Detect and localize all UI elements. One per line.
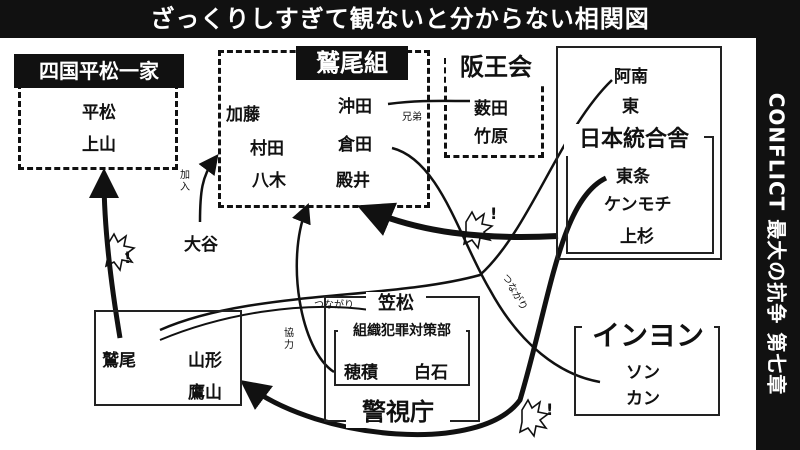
member-kasamatsu: 笠松 (366, 292, 426, 316)
member-yagi: 八木 (252, 171, 286, 191)
member-yamagata: 山形 (188, 351, 222, 371)
member-son: ソン (626, 363, 660, 383)
member-hiramatsu: 平松 (82, 103, 116, 123)
arrow-nihon-to-washio (356, 202, 559, 240)
member-uesugi: 上杉 (620, 227, 654, 247)
label-cooperate: 協力 (284, 328, 294, 351)
member-anan: 阿南 (614, 67, 648, 87)
member-kenmochi: ケンモチ (604, 195, 672, 215)
line-kasamatsu-to-washio (159, 305, 371, 341)
arrow-tojo-to-takayama (239, 175, 608, 438)
group-washio-family-box (94, 310, 242, 406)
member-otani: 大谷 (184, 235, 218, 255)
group-sakaou-title: 阪王会 (446, 50, 546, 84)
member-takehara: 竹原 (474, 127, 508, 147)
member-washio: 鷲尾 (102, 351, 136, 371)
burst-3 (518, 398, 550, 438)
bang-2: ! (124, 248, 132, 267)
label-join: 加入 (180, 170, 190, 193)
member-azuma: 東 (622, 97, 639, 117)
member-tojo: 東条 (616, 167, 650, 187)
group-innyon-title: インヨン (582, 318, 714, 354)
page-title: ざっくりしすぎて観ないと分からない相関図 (0, 0, 800, 38)
label-connection-1: つながり (314, 300, 354, 311)
group-nihon-outer-box (556, 46, 722, 260)
arrow-washio-to-shikoku (89, 168, 123, 339)
group-police-title: 警視庁 (346, 396, 450, 428)
member-murata: 村田 (250, 139, 284, 159)
member-yabuta: 薮田 (474, 99, 508, 119)
member-takayama: 鷹山 (188, 383, 222, 403)
arrow-otani-join (198, 153, 219, 223)
group-washio-title: 鷲尾組 (296, 46, 408, 80)
member-kato: 加藤 (226, 105, 260, 125)
bang-1: ! (490, 204, 498, 223)
member-okita: 沖田 (338, 97, 372, 117)
member-ueyama: 上山 (82, 135, 116, 155)
bang-3: ! (546, 400, 554, 419)
group-shikoku-title: 四国平松一家 (14, 54, 184, 88)
arrow-police-cooperate (292, 203, 335, 374)
burst-1 (462, 210, 494, 250)
burst-2 (104, 232, 136, 272)
label-brothers: 兄弟 (402, 112, 422, 123)
member-kan: カン (626, 389, 660, 409)
side-banner: CONFLICT 最大の抗争 第七章 (756, 38, 800, 450)
member-kurata: 倉田 (338, 135, 372, 155)
member-shiraishi: 白石 (414, 363, 448, 383)
group-nihon-title: 日本統合舎 (564, 124, 704, 156)
member-hozumi: 穂積 (344, 363, 378, 383)
member-tonoi: 殿井 (336, 171, 370, 191)
group-sotaibu-title: 組織犯罪対策部 (338, 320, 466, 342)
